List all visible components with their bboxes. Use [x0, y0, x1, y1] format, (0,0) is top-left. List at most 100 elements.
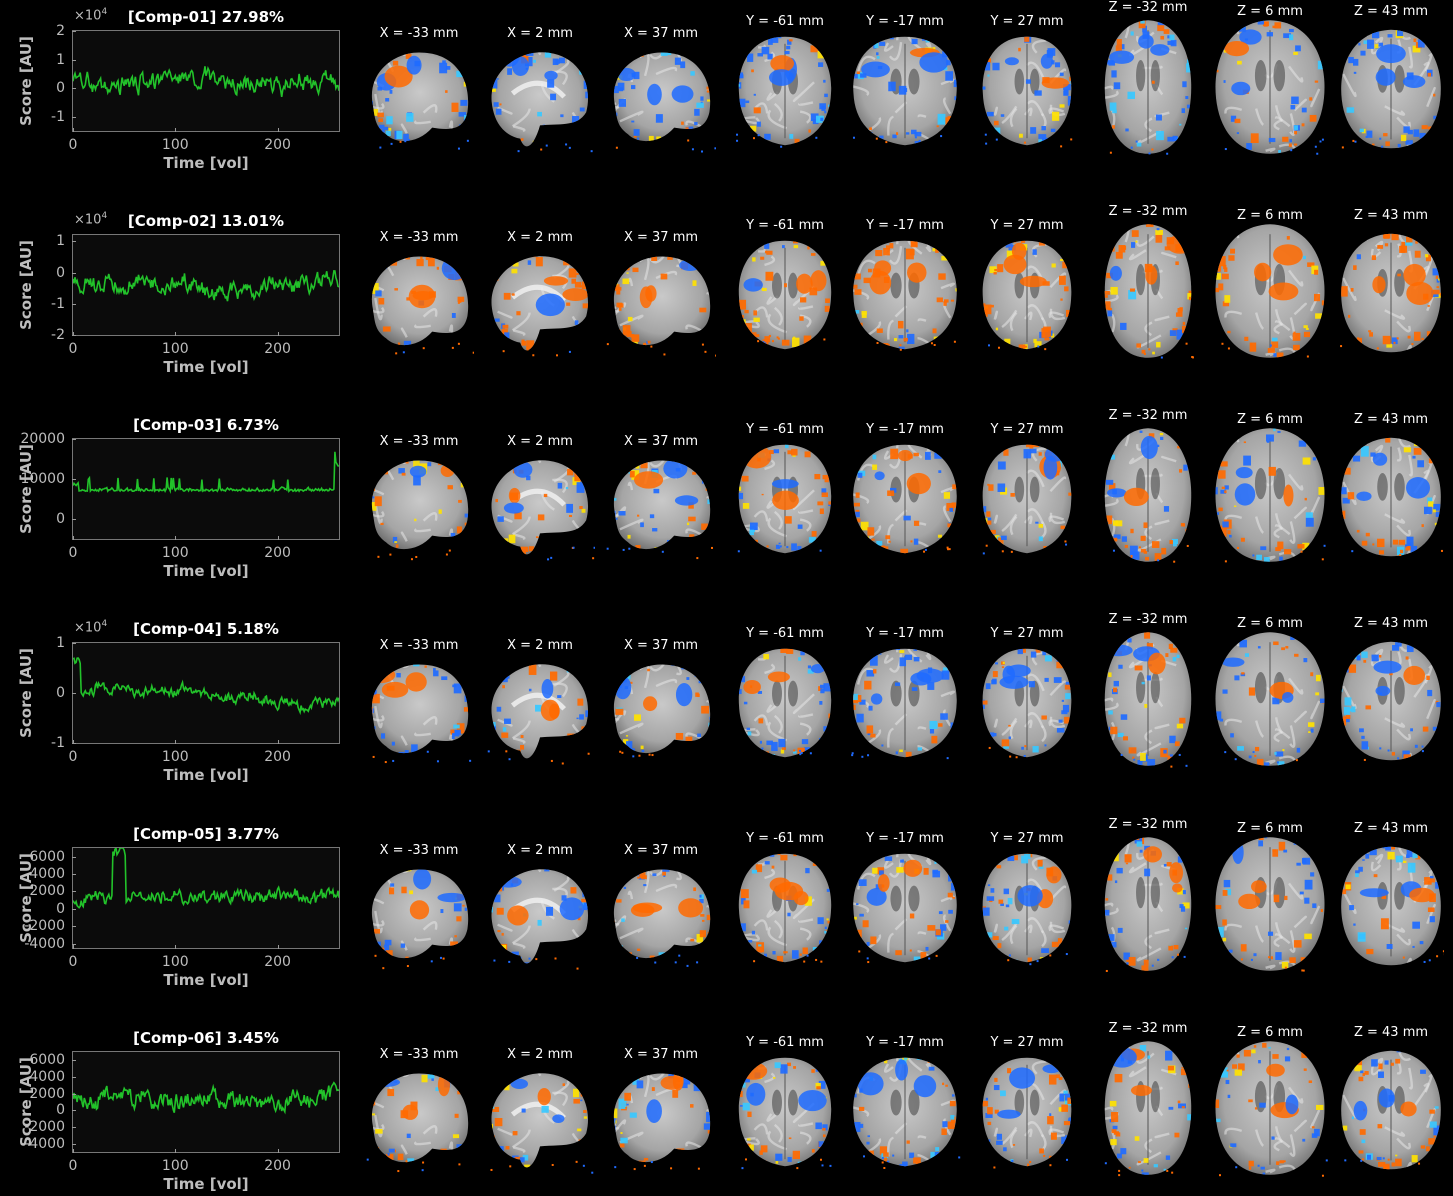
ytick-label: 0 [56, 900, 65, 917]
ytick-label: 0 [56, 264, 65, 281]
slice-label: Y = 27 mm [990, 831, 1064, 846]
ytick-mark [72, 1093, 76, 1095]
slice-label: Y = -17 mm [866, 218, 944, 233]
ytick-label: 1 [56, 233, 65, 250]
slice-label: Y = 27 mm [990, 14, 1064, 29]
slice-label: Y = -17 mm [866, 1035, 944, 1050]
y-axis-label: Score [AU] [17, 648, 35, 738]
brain-slice-1 [364, 248, 475, 358]
xtick-label: 0 [68, 954, 78, 970]
brain-slice-2 [485, 248, 595, 358]
brain-map [1215, 428, 1326, 563]
brain-map [737, 444, 832, 554]
xtick-mark [73, 536, 74, 540]
brain-map [491, 256, 589, 357]
slice-label: X = 37 mm [623, 26, 699, 41]
slice-label: Z = 6 mm [1237, 4, 1303, 19]
brain-map [1341, 1050, 1441, 1170]
xtick-mark [175, 536, 177, 540]
ytick-mark [72, 241, 76, 243]
brain-map [982, 444, 1072, 555]
brain-slice-3 [606, 656, 716, 766]
brain-map [1215, 20, 1325, 155]
ytick-mark [72, 439, 76, 440]
score-trace [73, 657, 339, 716]
brain-map [371, 52, 469, 150]
brain-slice-1 [364, 452, 474, 562]
y-axis-label: Score [AU] [17, 1057, 35, 1147]
brain-map [1341, 437, 1443, 557]
component-title: [Comp-03] 6.73% [133, 416, 279, 434]
timeseries-plot [73, 270, 339, 302]
xtick-label: 200 [264, 137, 291, 153]
brain-map [1215, 632, 1325, 766]
score-trace [73, 1081, 339, 1115]
slice-label: Z = 43 mm [1353, 821, 1429, 836]
xtick-label: 0 [68, 341, 78, 357]
slice-label: X = 2 mm [507, 434, 573, 449]
brain-map [371, 664, 472, 764]
timeseries-axes [72, 234, 340, 336]
xtick-label: 0 [68, 545, 78, 561]
brain-slice-7 [1102, 833, 1194, 975]
slice-label: Y = -17 mm [866, 831, 944, 846]
ytick-mark [72, 116, 76, 118]
brain-slice-6 [979, 440, 1075, 558]
brain-map [982, 36, 1073, 148]
ytick-mark [72, 1110, 76, 1112]
brain-slice-3 [606, 452, 716, 562]
slice-label: Z = 43 mm [1353, 1025, 1429, 1040]
axis-exponent: ×104 [74, 7, 108, 24]
ytick-label: 2 [56, 23, 65, 39]
brain-slice-8 [1212, 220, 1328, 362]
brain-slice-9 [1338, 230, 1444, 356]
ytick-mark [72, 874, 76, 876]
score-trace [73, 65, 339, 98]
brain-slice-3 [606, 1065, 716, 1175]
brain-slice-5 [849, 440, 961, 558]
xtick-label: 200 [264, 1158, 291, 1174]
xtick-label: 200 [264, 749, 291, 765]
ytick-label: 1 [56, 635, 65, 651]
slice-label: Y = -61 mm [746, 626, 824, 641]
brain-slice-7 [1102, 220, 1194, 362]
ytick-label: 10000 [20, 471, 65, 487]
brain-map [982, 1057, 1072, 1169]
ytick-label: -1 [51, 108, 65, 125]
slice-label: Y = 27 mm [990, 422, 1064, 437]
ytick-mark [72, 693, 76, 694]
brain-slice-9 [1338, 843, 1446, 969]
brain-slice-7 [1102, 628, 1194, 770]
brain-slice-6 [979, 32, 1075, 150]
brain-map [852, 36, 957, 146]
xtick-label: 100 [161, 749, 189, 765]
brain-map [371, 869, 469, 970]
slice-label: Y = -61 mm [746, 831, 824, 846]
brain-map [1341, 641, 1441, 761]
slice-label: Y = -17 mm [866, 422, 944, 437]
slice-label: Y = -17 mm [866, 14, 944, 29]
brain-map [613, 869, 711, 967]
brain-map [1104, 1041, 1192, 1177]
ytick-label: 1 [56, 51, 65, 68]
ytick-label: -2000 [24, 1119, 65, 1135]
brain-map [490, 1073, 594, 1174]
brain-map [1341, 29, 1441, 149]
brain-map [613, 664, 711, 758]
xtick-mark [277, 332, 279, 336]
slice-label: Z = -32 mm [1108, 612, 1188, 627]
slice-label: Z = -32 mm [1108, 1021, 1188, 1036]
slice-label: X = 37 mm [623, 434, 699, 449]
timeseries-axes [72, 438, 340, 540]
slice-label: Z = -32 mm [1108, 408, 1188, 423]
brain-slice-8 [1212, 424, 1328, 566]
brain-slice-5 [849, 644, 961, 762]
slice-label: Y = 27 mm [990, 626, 1064, 641]
brain-map [851, 648, 957, 760]
component-title: [Comp-02] 13.01% [127, 212, 285, 230]
xtick-mark [277, 740, 279, 744]
brain-slice-7 [1102, 16, 1194, 158]
brain-slice-6 [979, 236, 1075, 354]
